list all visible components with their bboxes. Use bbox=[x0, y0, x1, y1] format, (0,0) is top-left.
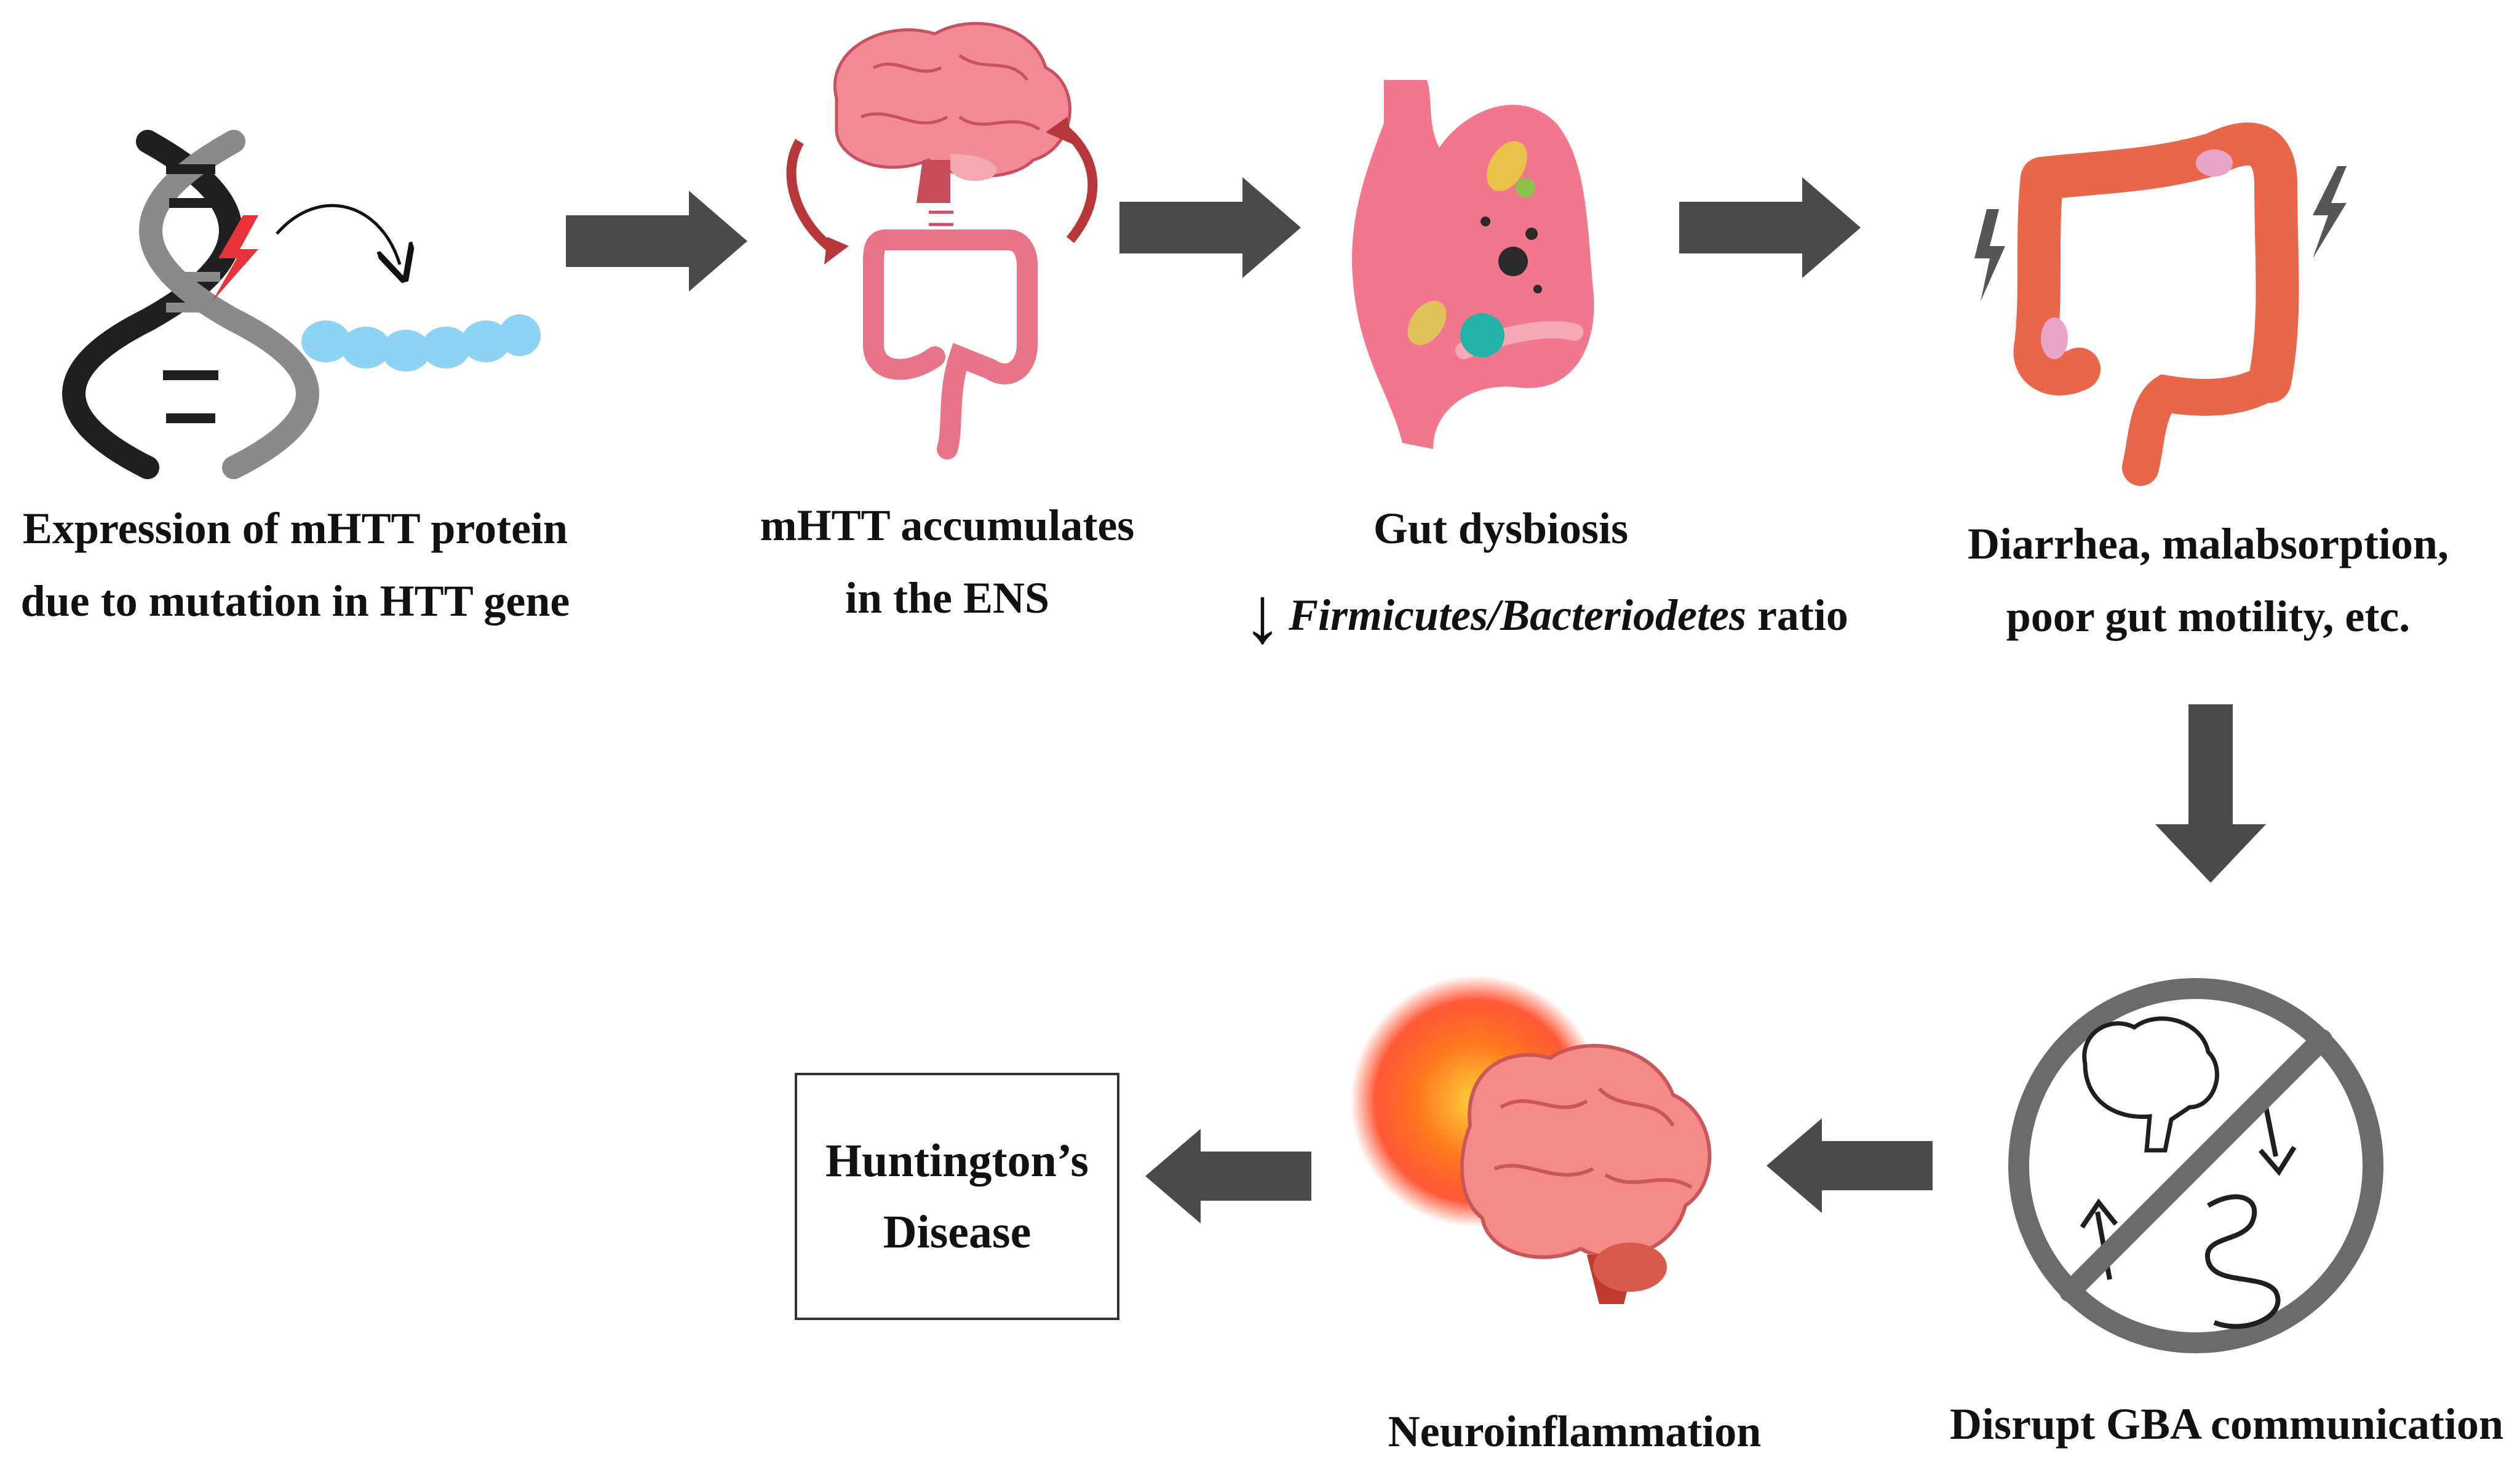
dna-icon bbox=[62, 130, 319, 479]
arrow-gene-to-ens bbox=[566, 191, 747, 292]
mini-gut-icon bbox=[2204, 1194, 2281, 1329]
arrow-neuro-to-disease bbox=[1145, 1129, 1311, 1223]
stomach-icon bbox=[1352, 80, 1594, 449]
label-gut-dysbiosis: Gut dysbiosis bbox=[1373, 504, 1629, 553]
inflamed-colon-icon bbox=[1974, 122, 2347, 486]
pain-bolt-icon-2 bbox=[2313, 166, 2347, 258]
no-gba-communication-icon bbox=[2008, 978, 2383, 1353]
colon-outline bbox=[875, 229, 1038, 460]
label-gut-symptoms: Diarrhea, malabsorption, poor gut motili… bbox=[1968, 519, 2449, 641]
arrow-gba-to-neuro bbox=[1767, 1118, 1933, 1213]
label-disrupt-gba: Disrupt GBA communication bbox=[1949, 1399, 2504, 1449]
arrow-ens-to-dysbiosis bbox=[1119, 177, 1301, 278]
down-arrow-icon: ↓ bbox=[1242, 571, 1282, 660]
huntingtons-disease-box: Huntington’s Disease bbox=[795, 1073, 1119, 1320]
curved-arrow-icon bbox=[276, 204, 400, 265]
pain-bolt-icon bbox=[1974, 209, 2005, 301]
flow-arrows bbox=[566, 177, 2266, 1223]
label-mhtt-expression: Expression of mHTT protein due to mutati… bbox=[20, 504, 570, 626]
mini-brain-icon bbox=[2082, 1016, 2219, 1153]
brain-icon bbox=[833, 22, 1071, 178]
mutation-bolt-icon bbox=[212, 215, 258, 301]
protein-chain-icon bbox=[301, 314, 541, 372]
inflamed-brain-icon bbox=[1350, 975, 1712, 1304]
label-neuroinflammation: Neuroinflammation bbox=[1388, 1407, 1762, 1456]
arrow-symptoms-to-gba bbox=[2155, 704, 2266, 883]
arrow-dysbiosis-to-symptoms bbox=[1679, 177, 1861, 278]
brain-gut-icon bbox=[786, 22, 1098, 460]
label-mhtt-ens: mHTT accumulates in the ENS bbox=[760, 501, 1135, 623]
label-fb-ratio: ↓Firmicutes/Bacteriodetes ratio bbox=[1242, 571, 1848, 660]
